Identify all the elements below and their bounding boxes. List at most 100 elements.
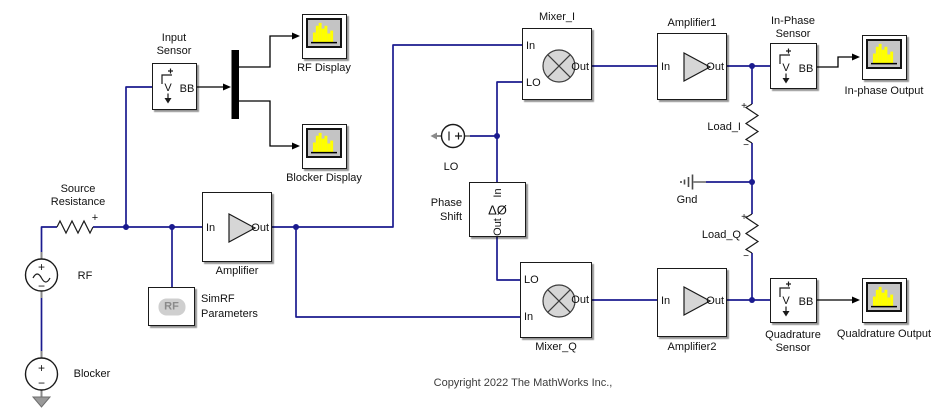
amplifier1-label: Amplifier1 <box>667 17 717 29</box>
block-rf-display[interactable] <box>302 14 347 59</box>
block-amplifier1[interactable]: In Out <box>657 33 727 100</box>
rf-source-label: RF <box>77 270 93 282</box>
plus-sign: + <box>741 101 747 112</box>
wire-resistor-to-rf-source[interactable] <box>40 226 58 252</box>
lo-source-block[interactable] <box>430 123 471 149</box>
wire-demux-to-blocker-display[interactable] <box>239 100 292 147</box>
scope-screen <box>306 18 342 48</box>
block-amplifier2[interactable]: In Out <box>657 268 727 337</box>
plus-sign: + <box>38 260 45 274</box>
spectrum-icon <box>871 286 897 308</box>
port-lo: LO <box>524 274 539 286</box>
amplifier-triangle-icon <box>683 51 712 83</box>
port-out: Out <box>706 61 724 73</box>
gnd-block[interactable] <box>680 174 706 190</box>
port-lo: LO <box>526 77 541 89</box>
svg-text:V: V <box>782 62 790 74</box>
port-out: Out <box>571 294 589 306</box>
scope-screen <box>866 39 902 69</box>
arrowhead <box>852 53 860 61</box>
plus-sign: + <box>92 212 98 224</box>
qualdrature-output-label: Qualdrature Output <box>836 328 932 340</box>
amplifier-triangle-icon <box>683 285 712 317</box>
port-bb: BB <box>799 63 814 75</box>
amplifier-triangle-icon <box>228 212 257 244</box>
wire-lo-to-mixer-i[interactable] <box>496 81 522 182</box>
rf-source-block[interactable]: + − <box>24 252 59 298</box>
signal-wires[interactable] <box>197 32 860 304</box>
mixer-icon <box>542 284 576 318</box>
plus-icon <box>455 132 462 140</box>
port-bb: BB <box>799 296 814 308</box>
block-amplifier[interactable]: In Out <box>202 192 272 262</box>
wire-phaseshift-to-mixer-q[interactable] <box>496 237 520 281</box>
wire-amplifier-to-mixer-i[interactable] <box>272 44 522 228</box>
spectrum-icon <box>871 43 897 65</box>
port-out: Out <box>706 295 724 307</box>
wire-amplifier-to-mixer-q[interactable] <box>295 227 520 318</box>
spectrum-icon <box>311 22 337 44</box>
sine-icon <box>32 273 51 283</box>
minus-sign: − <box>743 251 749 262</box>
voltage-sensor-icon: V BB <box>161 68 195 104</box>
block-phase-shift[interactable]: In ΔØ Out <box>469 182 526 237</box>
block-in-phase-sensor[interactable]: V BB <box>770 43 817 89</box>
block-in-phase-output[interactable] <box>862 35 907 80</box>
block-mixer-i[interactable]: In LO Out <box>522 28 592 100</box>
port-bb: BB <box>180 83 195 95</box>
wire-to-input-sensor[interactable] <box>125 86 152 227</box>
blocker-source-block[interactable]: + − <box>24 351 59 408</box>
load-i-label: Load_I <box>707 121 741 133</box>
block-simrf-parameters[interactable]: RF <box>148 287 195 326</box>
ground-icon <box>31 396 52 408</box>
port-out: Out <box>491 218 504 236</box>
junction-dots <box>123 63 755 303</box>
wire-demux-to-rf-display[interactable] <box>239 35 292 68</box>
load-i-block[interactable]: + − <box>741 101 760 151</box>
minus-sign: − <box>38 376 45 390</box>
scope-screen <box>306 128 342 158</box>
load-q-label: Load_Q <box>701 229 741 241</box>
amplifier2-label: Amplifier2 <box>667 341 717 353</box>
block-blocker-display[interactable] <box>302 124 347 169</box>
block-input-sensor[interactable]: V BB <box>152 63 197 110</box>
phase-shift-icon: ΔØ <box>488 202 507 218</box>
port-out: Out <box>251 222 269 234</box>
blocker-source-label: Blocker <box>73 368 111 380</box>
svg-text:V: V <box>164 82 172 94</box>
plus-sign: + <box>741 212 747 223</box>
mixer-i-label: Mixer_I <box>538 11 576 23</box>
block-mixer-q[interactable]: LO In Out <box>520 262 592 338</box>
blocker-display-label: Blocker Display <box>286 172 362 184</box>
block-qualdrature-output[interactable] <box>862 278 907 323</box>
minus-sign: − <box>38 279 45 293</box>
mixer-icon <box>542 49 576 83</box>
port-in: In <box>206 222 216 234</box>
mixer-q-label: Mixer_Q <box>535 341 577 353</box>
spectrum-icon <box>311 132 337 154</box>
copyright-annotation: Copyright 2022 The MathWorks Inc., <box>433 377 613 389</box>
ground-icon <box>680 174 694 190</box>
voltage-sensor-icon: V BB <box>779 281 814 317</box>
svg-text:V: V <box>782 295 790 307</box>
rf-badge-icon: RF <box>158 298 185 315</box>
port-in: In <box>524 311 534 323</box>
load-q-block[interactable]: + − <box>741 212 760 262</box>
source-resistance-block[interactable]: + <box>56 212 98 235</box>
plus-sign: + <box>38 361 45 375</box>
in-phase-output-label: In-phase Output <box>844 85 924 97</box>
port-out: Out <box>571 61 589 73</box>
minus-sign: − <box>743 140 749 151</box>
wire-sensor-to-inphase-output[interactable] <box>817 56 852 68</box>
rf-display-label: RF Display <box>297 62 351 74</box>
demux-bar[interactable] <box>231 50 240 119</box>
block-quadrature-sensor[interactable]: V BB <box>770 278 817 323</box>
arrowhead <box>292 142 300 150</box>
